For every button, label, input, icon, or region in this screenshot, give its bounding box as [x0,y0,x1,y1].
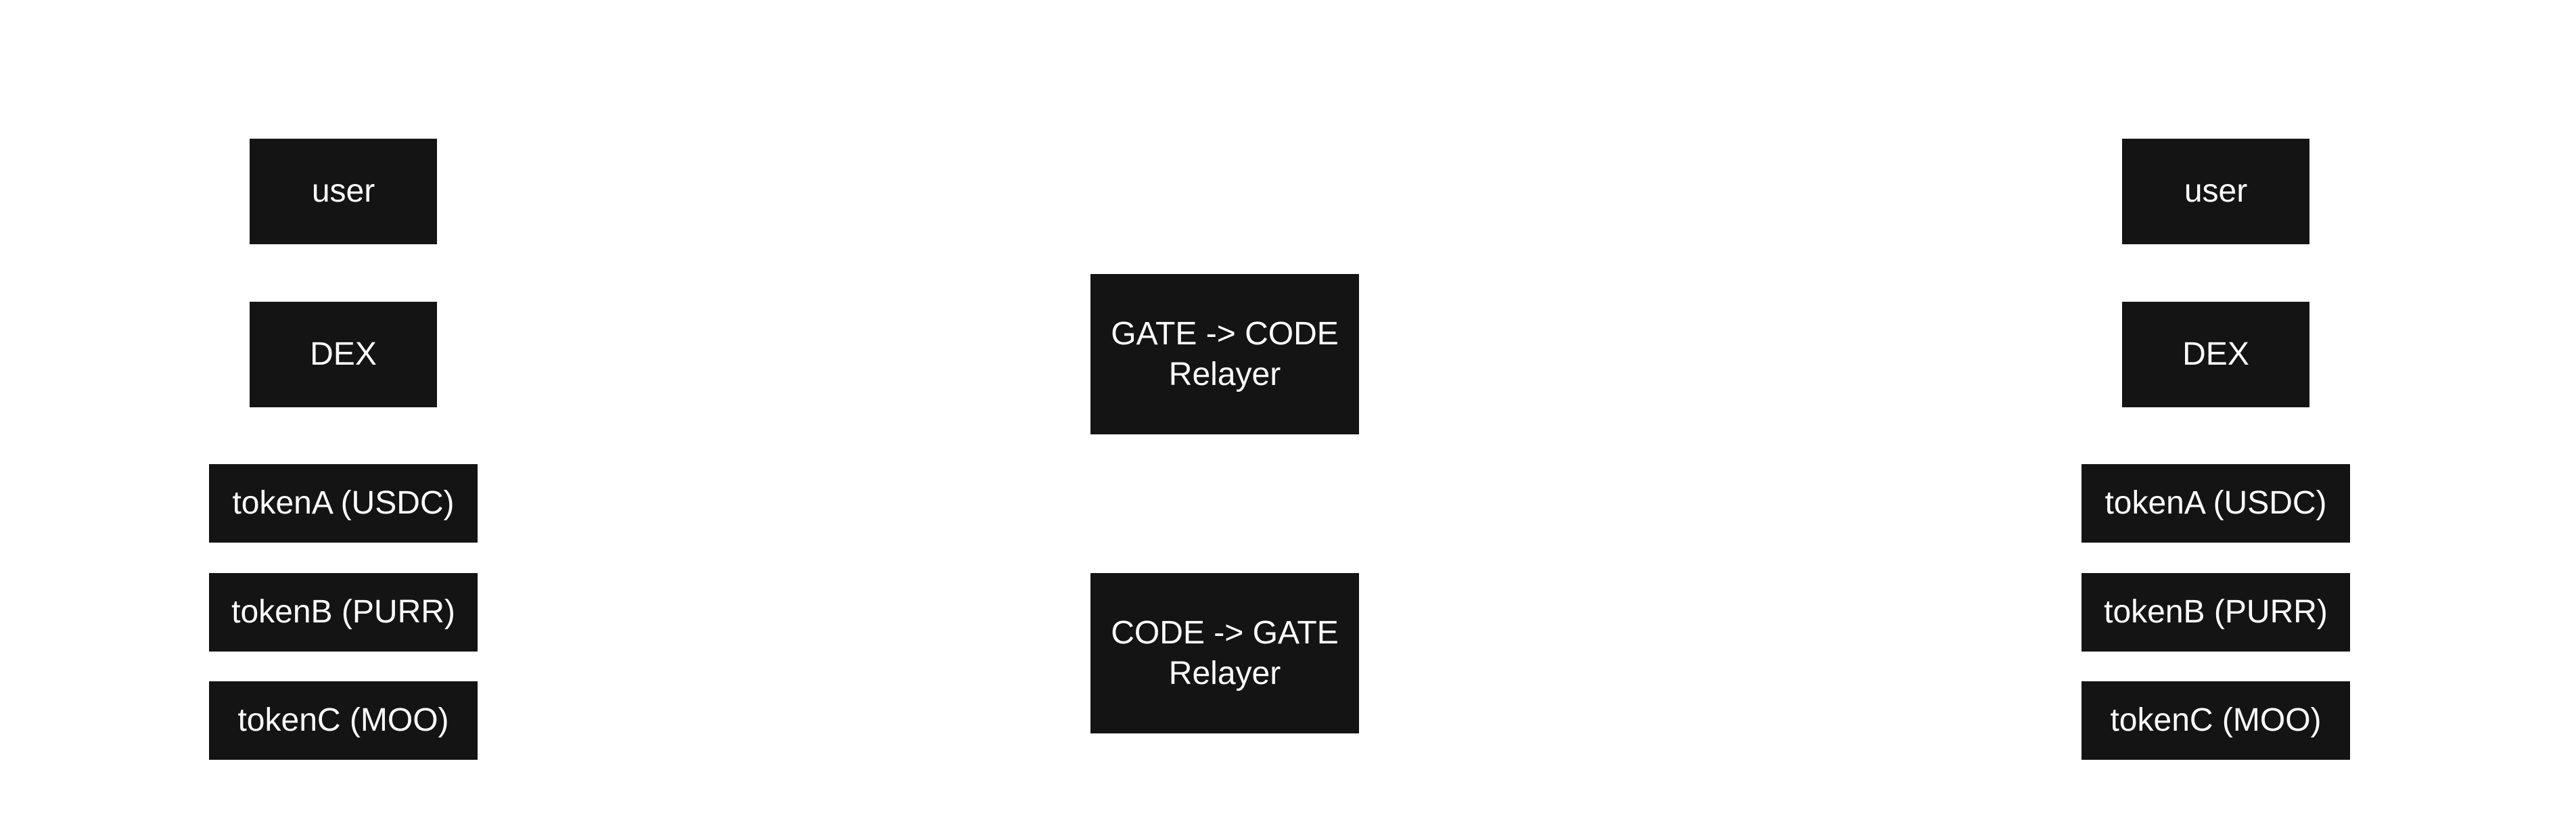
left-token-c-node: tokenC (MOO) [209,681,478,760]
gate-to-code-relayer-node: GATE -> CODE Relayer [1090,274,1359,434]
left-dex-node: DEX [250,302,437,407]
left-token-b-node: tokenB (PURR) [209,573,478,652]
right-token-b-node: tokenB (PURR) [2082,573,2350,652]
left-user-node: user [250,139,437,244]
code-to-gate-relayer-node: CODE -> GATE Relayer [1090,573,1359,733]
right-dex-node: DEX [2122,302,2309,407]
right-token-c-node: tokenC (MOO) [2082,681,2350,760]
right-user-node: user [2122,139,2309,244]
left-token-a-node: tokenA (USDC) [209,464,478,543]
right-token-a-node: tokenA (USDC) [2082,464,2350,543]
